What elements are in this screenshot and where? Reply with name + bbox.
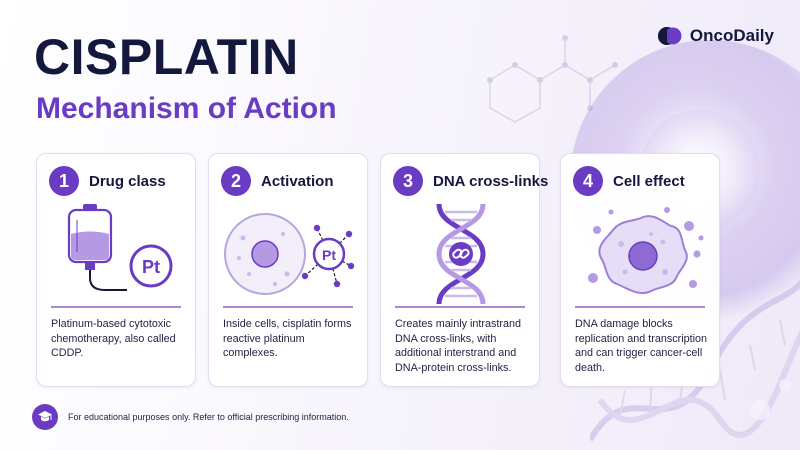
dying-cell-icon [588, 207, 704, 294]
footer-disclaimer: For educational purposes only. Refer to … [68, 412, 349, 422]
card-title: Cell effect [613, 172, 685, 190]
brand: OncoDaily [657, 24, 774, 48]
page-title: CISPLATIN [34, 29, 299, 85]
brand-name: OncoDaily [689, 26, 774, 45]
card-cell-effect: 4 Cell effect DNA damage blocks replicat… [560, 153, 720, 387]
footer-badge [32, 404, 58, 430]
card-description: Creates mainly intrastrand DNA cross-lin… [395, 318, 522, 374]
cell-activation-icon: Pt [224, 213, 355, 295]
card-title: Activation [261, 172, 334, 190]
step-number-badge: 1 [49, 166, 79, 196]
card-activation: 2 Activation Pt Inside cells, cisplatin … [208, 153, 368, 387]
step-number-badge: 3 [393, 166, 423, 196]
graduation-cap-icon [38, 411, 52, 422]
card-dna-cross-links: 3 DNA cross-links Creates mainly intrast… [380, 153, 548, 387]
step-number-badge: 4 [573, 166, 603, 196]
platinum-symbol: Pt [322, 247, 336, 263]
card-title: Drug class [89, 172, 166, 190]
card-divider [51, 306, 181, 308]
card-title: DNA cross-links [433, 172, 549, 190]
platinum-symbol: Pt [142, 257, 160, 277]
card-divider [575, 306, 705, 308]
background-molecule-icon [487, 35, 618, 123]
oncodaily-logo-icon [657, 27, 682, 45]
dna-crosslink-icon [436, 204, 486, 304]
step-number-badge: 2 [221, 166, 251, 196]
card-divider [223, 306, 353, 308]
page-subtitle: Mechanism of Action [36, 92, 337, 125]
footer: For educational purposes only. Refer to … [32, 404, 349, 430]
iv-bag-platinum-icon: Pt [67, 204, 173, 291]
card-description: DNA damage blocks replication and transc… [575, 318, 708, 374]
card-divider [395, 306, 525, 308]
card-description: Inside cells, cisplatin forms reactive p… [223, 318, 352, 359]
card-drug-class: 1 Drug class Pt Platinum-based cytotoxic… [36, 153, 196, 387]
card-description: Platinum-based cytotoxic chemotherapy, a… [51, 318, 176, 359]
